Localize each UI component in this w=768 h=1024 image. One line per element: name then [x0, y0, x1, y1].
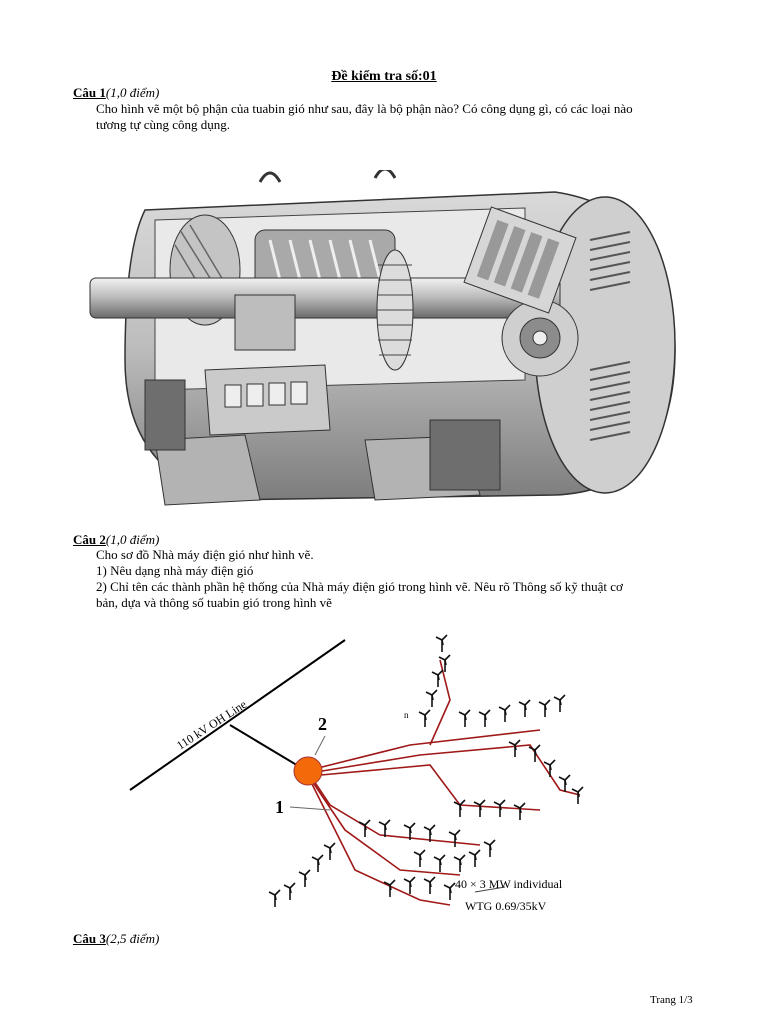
wtg-pointer: [474, 886, 506, 893]
q1-points: (1,0 điểm): [105, 85, 160, 100]
wtg-label-line2: WTG 0.69/35kV: [465, 899, 547, 913]
wind-turbine-icon: [498, 704, 511, 722]
wind-turbine-icon: [518, 699, 531, 717]
q1-label: Câu 1: [73, 85, 106, 100]
wind-turbine-icon: [571, 786, 584, 804]
wind-turbine-icon: [423, 876, 436, 894]
marker-2: 2: [318, 714, 327, 734]
q2-line1: Cho sơ đồ Nhà máy điện gió như hình vẽ.: [96, 547, 314, 562]
marker-1-pointer: [289, 806, 331, 811]
wind-turbine-icon: [538, 699, 551, 717]
wind-turbine-icon: [413, 849, 426, 867]
wind-turbine-icon: [311, 854, 324, 872]
q3-heading: Câu 3(2,5 điểm): [73, 931, 159, 947]
wind-turbine-icon: [543, 759, 556, 777]
overhead-line: [129, 639, 346, 791]
q2-points: (1,0 điểm): [105, 532, 160, 547]
wind-farm-diagram: 110 kV OH Line 2 1 n 40 × 3 MW individua…: [129, 634, 584, 913]
wind-turbine-icon: [435, 634, 448, 652]
q3-points: (2,5 điểm): [105, 931, 160, 946]
wind-turbine-icon: [283, 882, 296, 900]
q2-line4: bản, dựa và thông số tuabin gió trong hì…: [96, 595, 332, 610]
marker-2-pointer: [314, 735, 326, 756]
tie-line: [229, 724, 306, 771]
wind-turbine-icon: [418, 709, 431, 727]
overhead-line-label: 110 kV OH Line: [174, 697, 249, 752]
wind-turbine-icon: [358, 819, 371, 837]
wind-turbine-icon: [553, 694, 566, 712]
wind-turbine-icon: [458, 709, 471, 727]
generator-cutaway-image: [89, 170, 676, 506]
page-footer: Trang 1/3: [650, 994, 693, 1006]
feeder-cables: [309, 659, 581, 906]
wind-turbine-icon: [403, 876, 416, 894]
wind-turbine-icon: [478, 709, 491, 727]
wind-turbine-icon: [298, 869, 311, 887]
wind-turbine-icon: [323, 842, 336, 860]
wind-turbine-icon: [528, 744, 541, 762]
wind-turbine-icon: [433, 854, 446, 872]
wtg-label-line1: 40 × 3 MW individual: [455, 877, 563, 891]
wind-turbine-icon: [431, 669, 444, 687]
q2-label: Câu 2: [73, 532, 106, 547]
q2-heading: Câu 2(1,0 điểm): [73, 532, 159, 548]
wind-turbine-icon: [443, 882, 456, 900]
wind-turbine-icon: [268, 889, 281, 907]
substation-node: [293, 756, 323, 786]
page-title: Đề kiểm tra số:01: [331, 69, 437, 84]
marker-1: 1: [275, 797, 284, 817]
q3-label: Câu 3: [73, 931, 106, 946]
wind-turbine-icon: [508, 739, 521, 757]
wind-turbine-icon: [493, 799, 506, 817]
q2-line3: 2) Chỉ tên các thành phần hệ thống của N…: [96, 579, 623, 594]
wind-turbine-icon: [438, 654, 451, 672]
q1-line1: Cho hình vẽ một bộ phận của tuabin gió n…: [96, 101, 633, 116]
q1-heading: Câu 1(1,0 điểm): [73, 85, 159, 101]
q1-line2: tương tự cùng công dụng.: [96, 117, 230, 132]
wind-turbine-icon: [473, 799, 486, 817]
wind-turbine-icon: [383, 879, 396, 897]
wind-turbine-icon: [403, 822, 416, 840]
turbine-group: [268, 634, 584, 907]
wind-turbine-icon: [513, 802, 526, 820]
wind-turbine-icon: [378, 819, 391, 837]
wind-turbine-icon: [453, 799, 466, 817]
wind-turbine-icon: [423, 824, 436, 842]
wind-turbine-icon: [448, 829, 461, 847]
wind-turbine-icon: [425, 689, 438, 707]
small-label-n: n: [404, 710, 409, 720]
wind-turbine-icon: [453, 854, 466, 872]
wind-turbine-icon: [483, 839, 496, 857]
wind-turbine-icon: [558, 774, 571, 792]
q2-line2: 1) Nêu dạng nhà máy điện gió: [96, 563, 254, 578]
wind-turbine-icon: [468, 849, 481, 867]
